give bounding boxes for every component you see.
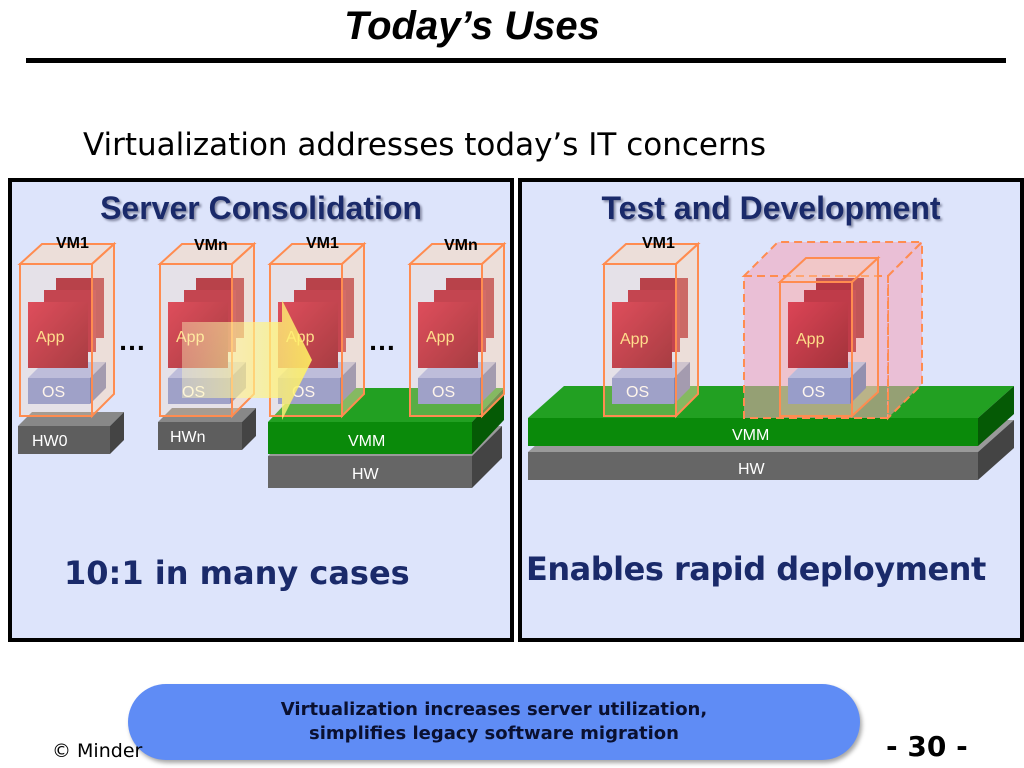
vm-label-test: VM1: [642, 235, 675, 252]
vm-label-1: VM1: [56, 235, 89, 252]
panel-title-server-consolidation: Server Consolidation: [100, 190, 422, 226]
vmm-side: [978, 386, 1014, 446]
hwn-side: [242, 408, 256, 450]
slide-title: Today’s Uses: [344, 4, 600, 48]
hwn-label: HWn: [170, 429, 206, 446]
hw0-side: [110, 412, 124, 454]
app-box: [28, 302, 88, 368]
callout-line-1: Virtualization increases server utilizat…: [280, 699, 708, 720]
vmm-front: [528, 418, 978, 446]
vm-outline: [19, 263, 93, 417]
app-label: App: [620, 331, 649, 348]
ellipsis-2: …: [368, 325, 396, 356]
test-development-diagram: HW VMM OS App VM1: [528, 235, 1014, 480]
hw-front: [268, 456, 472, 488]
vmm-label: VMM: [348, 433, 385, 450]
os-side: [340, 362, 356, 404]
vmm-label: VMM: [732, 427, 769, 444]
os-box: [612, 378, 674, 404]
new-vm-stack: OS App: [741, 239, 925, 421]
server-consolidation-panel: Server Consolidation HW0 OS A: [8, 178, 514, 642]
os-side: [90, 362, 106, 404]
vm-outline-side: [341, 241, 365, 419]
os-box: [28, 378, 90, 404]
hw-side: [978, 420, 1014, 480]
dashed-vm-side: [887, 239, 923, 421]
vm-outline-side: [91, 241, 115, 419]
os-label: OS: [626, 384, 649, 401]
app-box: [418, 302, 478, 368]
hw0-front: [18, 426, 110, 454]
caption-test-development: Enables rapid deployment: [526, 550, 986, 588]
hw0-label: HW0: [32, 433, 68, 450]
vm-outline: [603, 263, 677, 417]
vm-stack-1: HW0 OS App VM1: [17, 235, 124, 454]
app-label: App: [36, 329, 65, 346]
server-consolidation-diagram: HW0 OS App VM1 … HWn OS: [17, 235, 507, 488]
os-side: [850, 362, 866, 404]
hw-front: [528, 452, 978, 480]
hw-side: [472, 426, 502, 488]
slide-subtitle: Virtualization addresses today’s IT conc…: [83, 127, 766, 163]
app-label: App: [426, 329, 455, 346]
app-box: [612, 302, 672, 368]
os-label: OS: [432, 384, 455, 401]
vm-outline: [409, 263, 483, 417]
vm-outline-side: [481, 241, 505, 419]
summary-callout: Virtualization increases server utilizat…: [128, 684, 860, 760]
page-number: - 30 -: [886, 730, 968, 763]
app-box: [788, 302, 848, 368]
vm-label-2: VMn: [194, 237, 228, 254]
hw-label: HW: [352, 466, 380, 483]
vm-label-4: VMn: [444, 237, 478, 254]
panel-title-test-development: Test and Development: [601, 190, 941, 226]
ellipsis-1: …: [118, 325, 146, 356]
os-label: OS: [802, 384, 825, 401]
callout-line-2: simplifies legacy software migration: [309, 723, 679, 744]
os-box: [788, 378, 850, 404]
vm-outline-side: [851, 255, 879, 419]
os-label: OS: [42, 384, 65, 401]
hw-label: HW: [738, 461, 766, 478]
title-rule: [26, 58, 1006, 63]
caption-consolidation: 10:1 in many cases: [64, 554, 410, 592]
vm-outline: [779, 281, 853, 417]
migration-arrow-icon: [182, 300, 312, 420]
vm-label-3: VM1: [306, 235, 339, 252]
vm-outline-side: [675, 241, 699, 419]
vm-stack-test-1: OS App VM1: [601, 235, 701, 419]
os-side: [480, 362, 496, 404]
vm-stack-4: OS App VMn: [407, 237, 507, 419]
os-box: [418, 378, 480, 404]
vmm-front: [268, 422, 472, 454]
copyright-footer: © Minder: [52, 740, 143, 762]
app-label: App: [796, 331, 825, 348]
os-side: [674, 362, 690, 404]
hwn-front: [158, 422, 242, 450]
test-development-panel: Test and Development HW VMM OS: [518, 178, 1024, 642]
vmm-side: [472, 388, 504, 454]
